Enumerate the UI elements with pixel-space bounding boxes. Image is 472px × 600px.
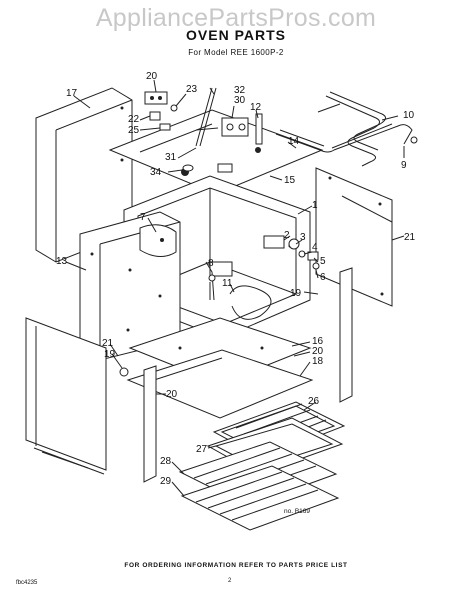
callout-16: 16 (312, 336, 324, 347)
insulation-bracket (139, 224, 177, 257)
callout-labels: 20 23 17 22 25 32 30 12 31 34 10 9 14 15… (56, 71, 416, 487)
callout-leaders (65, 79, 405, 497)
callout-2: 2 (284, 230, 290, 241)
callout-26: 26 (308, 396, 320, 407)
ordering-footer: FOR ORDERING INFORMATION REFER TO PARTS … (124, 562, 348, 569)
callout-10: 10 (403, 110, 415, 121)
callout-20-left: 20 (166, 389, 178, 400)
callout-30: 30 (234, 95, 246, 106)
oven-light-assembly (263, 235, 320, 270)
callout-32: 32 (234, 85, 246, 96)
callout-4: 4 (312, 242, 318, 253)
callout-19-left: 19 (104, 349, 116, 360)
figure-reference: no. B169 (284, 508, 311, 515)
callout-14: 14 (288, 136, 300, 147)
callout-20-right: 20 (312, 346, 324, 357)
callout-1: 1 (312, 200, 318, 211)
callout-28: 28 (160, 456, 172, 467)
bake-element (317, 91, 386, 167)
callout-31: 31 (165, 152, 177, 163)
callout-11: 11 (222, 278, 233, 289)
thermostat-bracket-assembly (144, 87, 263, 172)
callout-25: 25 (128, 125, 140, 136)
callout-12: 12 (250, 102, 262, 113)
broil-element (275, 123, 418, 153)
callout-13: 13 (56, 256, 68, 267)
right-side-panel (315, 167, 393, 307)
callout-19-right: 19 (290, 288, 302, 299)
side-rail-left (143, 365, 157, 483)
callout-7: 7 (140, 212, 146, 223)
callout-24: 23 (186, 84, 198, 95)
callout-9: 9 (401, 160, 407, 171)
left-side-panel (25, 317, 129, 475)
side-rail-right (339, 267, 353, 403)
page-title: OVEN PARTS (186, 27, 286, 43)
callout-22: 20 (146, 71, 158, 82)
callout-23: 22 (128, 114, 140, 125)
door-latch-wire (205, 261, 272, 320)
callout-5: 5 (320, 256, 326, 267)
rear-side-panel (35, 87, 133, 263)
callout-33: 34 (150, 167, 162, 178)
callout-18: 18 (312, 356, 324, 367)
oven-rack-lower (180, 465, 340, 531)
callout-17: 17 (66, 88, 78, 99)
top-panel (108, 109, 324, 195)
storage-pan (126, 349, 314, 419)
callout-27: 27 (196, 444, 208, 455)
callout-29: 29 (160, 476, 172, 487)
model-subtitle: For Model REE 1600P-2 (188, 48, 284, 57)
watermark: AppliancePartsPros.com (95, 4, 377, 32)
callout-6: 6 (320, 272, 326, 283)
callout-21-right: 21 (404, 232, 416, 243)
callout-21-left: 21 (102, 338, 114, 349)
callout-3: 3 (300, 232, 306, 243)
callout-15: 15 (284, 175, 296, 186)
callout-8: 8 (208, 258, 214, 269)
page-number: 2 (228, 578, 232, 584)
drawing-code: fbc4235 (16, 580, 38, 586)
